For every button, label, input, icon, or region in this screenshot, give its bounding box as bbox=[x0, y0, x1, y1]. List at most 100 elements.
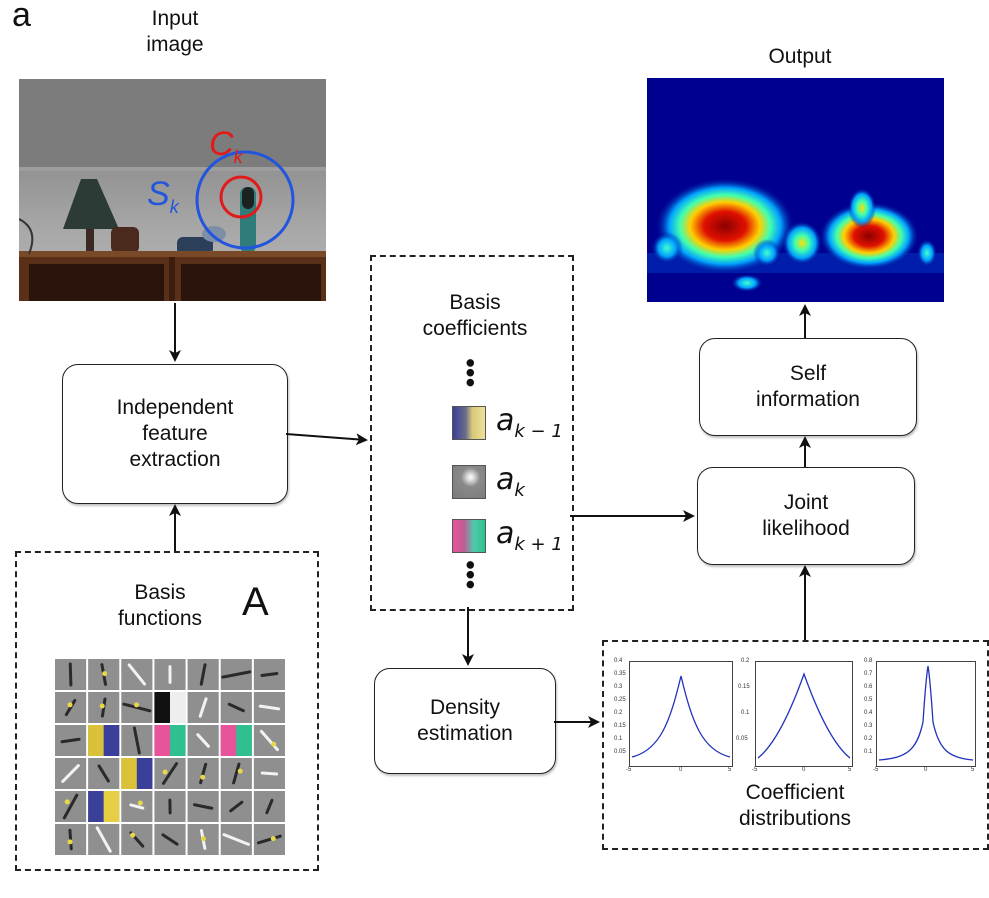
basis-function-tile bbox=[154, 791, 186, 822]
plot3-xtick: 5 bbox=[971, 767, 975, 773]
plot3-xtick: -5 bbox=[873, 767, 879, 773]
basis-function-tile bbox=[220, 725, 252, 756]
plot3-ytick: 0.5 bbox=[864, 697, 873, 703]
output-title: Output bbox=[768, 45, 832, 68]
basis-function-tile bbox=[220, 659, 252, 690]
basis-function-tile bbox=[88, 725, 120, 756]
s-k-label: Sk bbox=[147, 175, 179, 217]
basis-functions-title: Basis functions bbox=[117, 581, 203, 630]
plot1-ytick: 0.15 bbox=[614, 723, 626, 729]
basis-function-tile bbox=[220, 791, 252, 822]
basis-function-tile bbox=[253, 824, 285, 855]
basis-function-tile bbox=[121, 824, 153, 855]
basis-function-tile bbox=[121, 725, 153, 756]
panel-letter: a bbox=[12, 0, 31, 34]
basis-function-tile bbox=[220, 824, 252, 855]
lamp-shade-shape bbox=[63, 179, 119, 229]
basis-function-tile bbox=[187, 725, 219, 756]
ellipsis-top: ••• bbox=[455, 358, 486, 388]
basis-function-tile bbox=[187, 692, 219, 723]
basis-function-tile bbox=[121, 692, 153, 723]
output-heatmap bbox=[647, 78, 944, 302]
basis-patch-next bbox=[452, 518, 486, 553]
plot3-ytick: 0.3 bbox=[864, 723, 873, 729]
basis-function-tile bbox=[253, 659, 285, 690]
coefficient-distributions-title: Coefficient distributions bbox=[738, 781, 852, 830]
plot1-ytick: 0.25 bbox=[614, 697, 626, 703]
heatmap-blobs bbox=[647, 178, 944, 292]
basis-function-tile bbox=[121, 791, 153, 822]
c-circle bbox=[219, 175, 263, 219]
basis-function-tile bbox=[121, 659, 153, 690]
coefficient-row-next: ak + 1 bbox=[452, 516, 563, 555]
plot3-ytick: 0.1 bbox=[864, 749, 873, 755]
basis-function-tile bbox=[154, 692, 186, 723]
feature-extraction-box: Independent feature extraction bbox=[62, 364, 288, 504]
basis-function-tile bbox=[154, 824, 186, 855]
plot2-ytick: 0.15 bbox=[738, 684, 750, 690]
plot1-ytick: 0.3 bbox=[614, 684, 623, 690]
basis-function-tile bbox=[253, 725, 285, 756]
plot1-ytick: 0.35 bbox=[614, 671, 626, 677]
plot3-xtick: 0 bbox=[924, 767, 928, 773]
distribution-curve-2 bbox=[757, 672, 851, 759]
basis-function-tile bbox=[253, 758, 285, 789]
coef-a-k-plus-1: ak + 1 bbox=[496, 516, 563, 555]
input-image: Ck Sk bbox=[19, 79, 326, 301]
coefficient-row-current: ak bbox=[452, 462, 525, 501]
distribution-curve-1 bbox=[631, 675, 731, 758]
basis-function-tile bbox=[220, 758, 252, 789]
plot1-xtick: 0 bbox=[679, 767, 683, 773]
basis-function-tile bbox=[55, 824, 87, 855]
distribution-plot-1 bbox=[629, 661, 733, 767]
plot1-ytick: 0.05 bbox=[614, 749, 626, 755]
plot3-ytick: 0.6 bbox=[864, 684, 873, 690]
basis-function-tile bbox=[187, 659, 219, 690]
c-k-label: Ck bbox=[209, 125, 243, 167]
basis-function-tile bbox=[187, 791, 219, 822]
input-image-scene bbox=[19, 79, 326, 301]
coefficient-row-prev: ak − 1 bbox=[452, 403, 563, 442]
basis-function-tile bbox=[88, 791, 120, 822]
basis-function-tile bbox=[121, 758, 153, 789]
ellipsis-bottom: ••• bbox=[455, 560, 486, 590]
basis-function-tile bbox=[154, 659, 186, 690]
plot1-ytick: 0.2 bbox=[614, 710, 623, 716]
plot1-ytick: 0.1 bbox=[614, 736, 623, 742]
plot2-xtick: 5 bbox=[848, 767, 852, 773]
basis-function-tile bbox=[220, 692, 252, 723]
plot1-ytick: 0.4 bbox=[614, 658, 623, 664]
basis-function-tile bbox=[253, 791, 285, 822]
basis-function-tile bbox=[154, 758, 186, 789]
basis-function-tile bbox=[88, 659, 120, 690]
basis-patch-current bbox=[452, 464, 486, 499]
s-circle bbox=[195, 150, 295, 250]
coef-a-k: ak bbox=[496, 462, 525, 501]
plot2-ytick: 0.2 bbox=[741, 658, 750, 664]
self-information-box: Self information bbox=[699, 338, 917, 436]
basis-function-tile bbox=[55, 758, 87, 789]
basis-function-tile bbox=[253, 692, 285, 723]
basis-function-tile bbox=[154, 725, 186, 756]
coef-a-k-minus-1: ak − 1 bbox=[496, 403, 563, 442]
plot3-ytick: 0.8 bbox=[864, 658, 873, 664]
plot1-xtick: 5 bbox=[728, 767, 732, 773]
basis-matrix-label: A bbox=[242, 580, 269, 624]
plot3-ytick: 0.2 bbox=[864, 736, 873, 742]
basis-function-tile bbox=[55, 791, 87, 822]
distribution-curve-3 bbox=[878, 665, 974, 761]
basis-function-tile bbox=[55, 692, 87, 723]
basis-function-tile bbox=[55, 725, 87, 756]
distribution-plot-2 bbox=[755, 661, 853, 767]
plot2-xtick: 0 bbox=[802, 767, 806, 773]
basis-function-tile bbox=[88, 692, 120, 723]
plot3-ytick: 0.4 bbox=[864, 710, 873, 716]
arrow-extraction-to-coefficients bbox=[285, 433, 368, 446]
plot1-xtick: -5 bbox=[626, 767, 632, 773]
input-image-title: Input image bbox=[146, 7, 204, 56]
basis-function-tile bbox=[187, 824, 219, 855]
basis-function-tile bbox=[88, 824, 120, 855]
basis-function-tile bbox=[55, 659, 87, 690]
plot2-xtick: -5 bbox=[752, 767, 758, 773]
plot3-ytick: 0.7 bbox=[864, 671, 873, 677]
